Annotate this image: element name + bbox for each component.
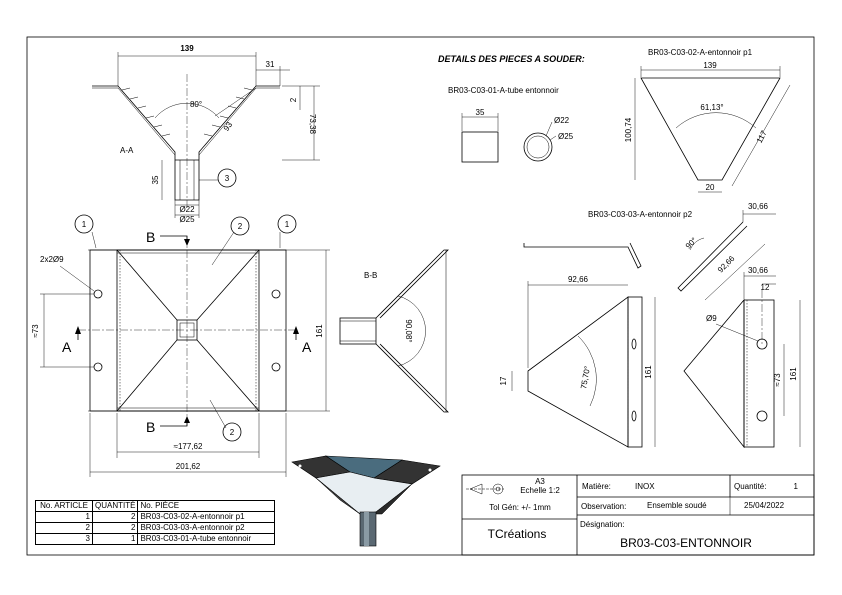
dim-p2-side: 92,66: [716, 254, 737, 275]
balloon-2-top: [230, 216, 250, 236]
bom-table: No. ARTICLE QUANTITÉ No. PIÈCE 1 2 BR03-…: [35, 500, 276, 545]
arrow-a-left: A: [62, 339, 72, 355]
dim-half-pitch: ≈73: [31, 324, 40, 338]
tube-detail: [461, 113, 557, 163]
dim-p2-height-right: 161: [789, 367, 798, 381]
dim-flange: 31: [266, 60, 275, 69]
plan-view: [40, 231, 330, 477]
bom-cell: BR03-C03-01-A-tube entonnoir: [137, 533, 276, 545]
balloon-1-right: [277, 214, 297, 234]
tb-tolerance: Tol Gén: +/- 1mm: [489, 503, 551, 512]
part2-label: BR03-C03-03-A-entonnoir p2: [588, 210, 693, 219]
dim-bb-angle: 90,08°: [404, 319, 413, 342]
dim-side-161: 161: [315, 324, 324, 338]
dim-p2-hole-pitch: ≈73: [773, 373, 782, 387]
part1-detail: [634, 66, 791, 193]
tb-material: INOX: [635, 482, 655, 491]
tb-quantity: 1: [794, 482, 799, 491]
dim-p2-flat: 30,66: [748, 266, 769, 275]
section-bb-label: B-B: [364, 271, 377, 280]
dim-p1-top: 139: [703, 61, 717, 70]
bom-header-cell: No. ARTICLE: [35, 500, 93, 512]
dim-p2-height: 161: [644, 365, 653, 379]
balloon-text: 2: [230, 428, 235, 437]
dim-tube-detail-d1: Ø22: [554, 116, 570, 125]
tb-date: 25/04/2022: [744, 501, 785, 510]
dim-p1-angle: 61,13°: [700, 103, 723, 112]
bom-cell: 2: [35, 522, 93, 534]
bom-cell: 3: [35, 533, 93, 545]
bom-cell: 1: [35, 511, 93, 523]
tb-material-label: Matière:: [582, 482, 611, 491]
title-block-text: A3 Echelle 1:2 Tol Gén: +/- 1mm TCréatio…: [488, 477, 799, 550]
bom-row: 1 2 BR03-C03-02-A-entonnoir p1: [35, 511, 276, 523]
bom-cell: BR03-C03-02-A-entonnoir p1: [137, 511, 276, 523]
dim-p2-angle2: 75,70°: [579, 365, 592, 389]
tb-scale: Echelle 1:2: [520, 486, 560, 495]
part2-detail: [511, 210, 801, 449]
balloon-3: [217, 168, 237, 188]
dim-p2-width: 92,66: [568, 275, 589, 284]
dim-angle-top: 80°: [190, 100, 202, 109]
view-labels: DETAILS DES PIECES A SOUDER: BR03-C03-02…: [62, 48, 753, 435]
balloon-2-bottom: [222, 422, 242, 442]
bom-row: 3 1 BR03-C03-01-A-tube entonnoir: [35, 533, 276, 545]
dim-top-width: 139: [180, 44, 194, 53]
dim-tube-d1: Ø22: [179, 205, 195, 214]
tb-designation: BR03-C03-ENTONNOIR: [620, 536, 752, 550]
balloon-text: 2: [238, 222, 243, 231]
dim-tube-d2: Ø25: [179, 215, 195, 224]
bom-row: 2 2 BR03-C03-03-A-entonnoir p2: [35, 522, 276, 534]
balloon-1-left: [74, 214, 94, 234]
bom-cell: 2: [91, 511, 139, 523]
dim-p1-side: 117: [755, 129, 769, 145]
bom-header-cell: QUANTITÉ: [91, 500, 139, 512]
tb-format: A3: [535, 477, 545, 486]
dim-p1-bottom: 20: [706, 183, 715, 192]
part1-label: BR03-C03-02-A-entonnoir p1: [648, 48, 753, 57]
title-block-frame: [461, 474, 815, 556]
tb-quantity-label: Quantité:: [734, 482, 766, 491]
balloon-text: 3: [225, 174, 230, 183]
dim-p2-hole: Ø9: [706, 314, 717, 323]
arrow-a-right: A: [302, 339, 312, 355]
dim-height-total: 73,38: [308, 114, 317, 135]
balloon-labels: 1 2 1 3 2: [82, 174, 290, 437]
dim-tube-detail-d2: Ø25: [558, 132, 574, 141]
bom-cell: 1: [91, 533, 139, 545]
section-bb-view: [339, 249, 449, 413]
dim-p1-height: 100,74: [624, 117, 633, 142]
tb-company: TCréations: [488, 527, 547, 541]
arrow-b-top: B: [146, 229, 155, 245]
section-aa-view: [92, 52, 320, 218]
tb-observation-label: Observation:: [581, 502, 626, 511]
dim-p2-bottom: 17: [499, 376, 508, 385]
dim-overall-width: 201,62: [176, 462, 201, 471]
dim-p2-flange: 30,66: [748, 202, 769, 211]
iso-3d-view: [291, 455, 441, 547]
bom-header-row: No. ARTICLE QUANTITÉ No. PIÈCE: [35, 500, 276, 512]
tube-label: BR03-C03-01-A-tube entonnoir: [448, 86, 559, 95]
dim-inner-width: ≈177,62: [174, 442, 203, 451]
sheet-border: [26, 36, 815, 556]
dim-tube-detail-len: 35: [476, 108, 485, 117]
dim-tube-len: 35: [151, 175, 160, 184]
dim-p2-angle: 90°: [684, 236, 699, 251]
dim-thickness: 2: [289, 97, 298, 102]
tb-observation: Ensemble soudé: [647, 501, 707, 510]
balloon-text: 1: [82, 220, 87, 229]
section-aa-label: A-A: [120, 146, 134, 155]
details-title: DETAILS DES PIECES A SOUDER:: [438, 54, 585, 64]
tb-designation-label: Désignation:: [580, 520, 624, 529]
balloon-text: 1: [285, 220, 290, 229]
bom-header-cell: No. PIÈCE: [137, 500, 276, 512]
dim-slant: 93: [222, 120, 235, 133]
dim-p2-hole-off: 12: [761, 283, 770, 292]
bom-cell: 2: [91, 522, 139, 534]
dim-holes: 2x2Ø9: [40, 255, 64, 264]
arrow-b-bottom: B: [146, 419, 155, 435]
dimension-labels: 139 31 80° 93 73,38 2 35 Ø22 Ø25 2x2Ø9 ≈…: [31, 44, 798, 471]
bom-cell: BR03-C03-03-A-entonnoir p2: [137, 522, 276, 534]
